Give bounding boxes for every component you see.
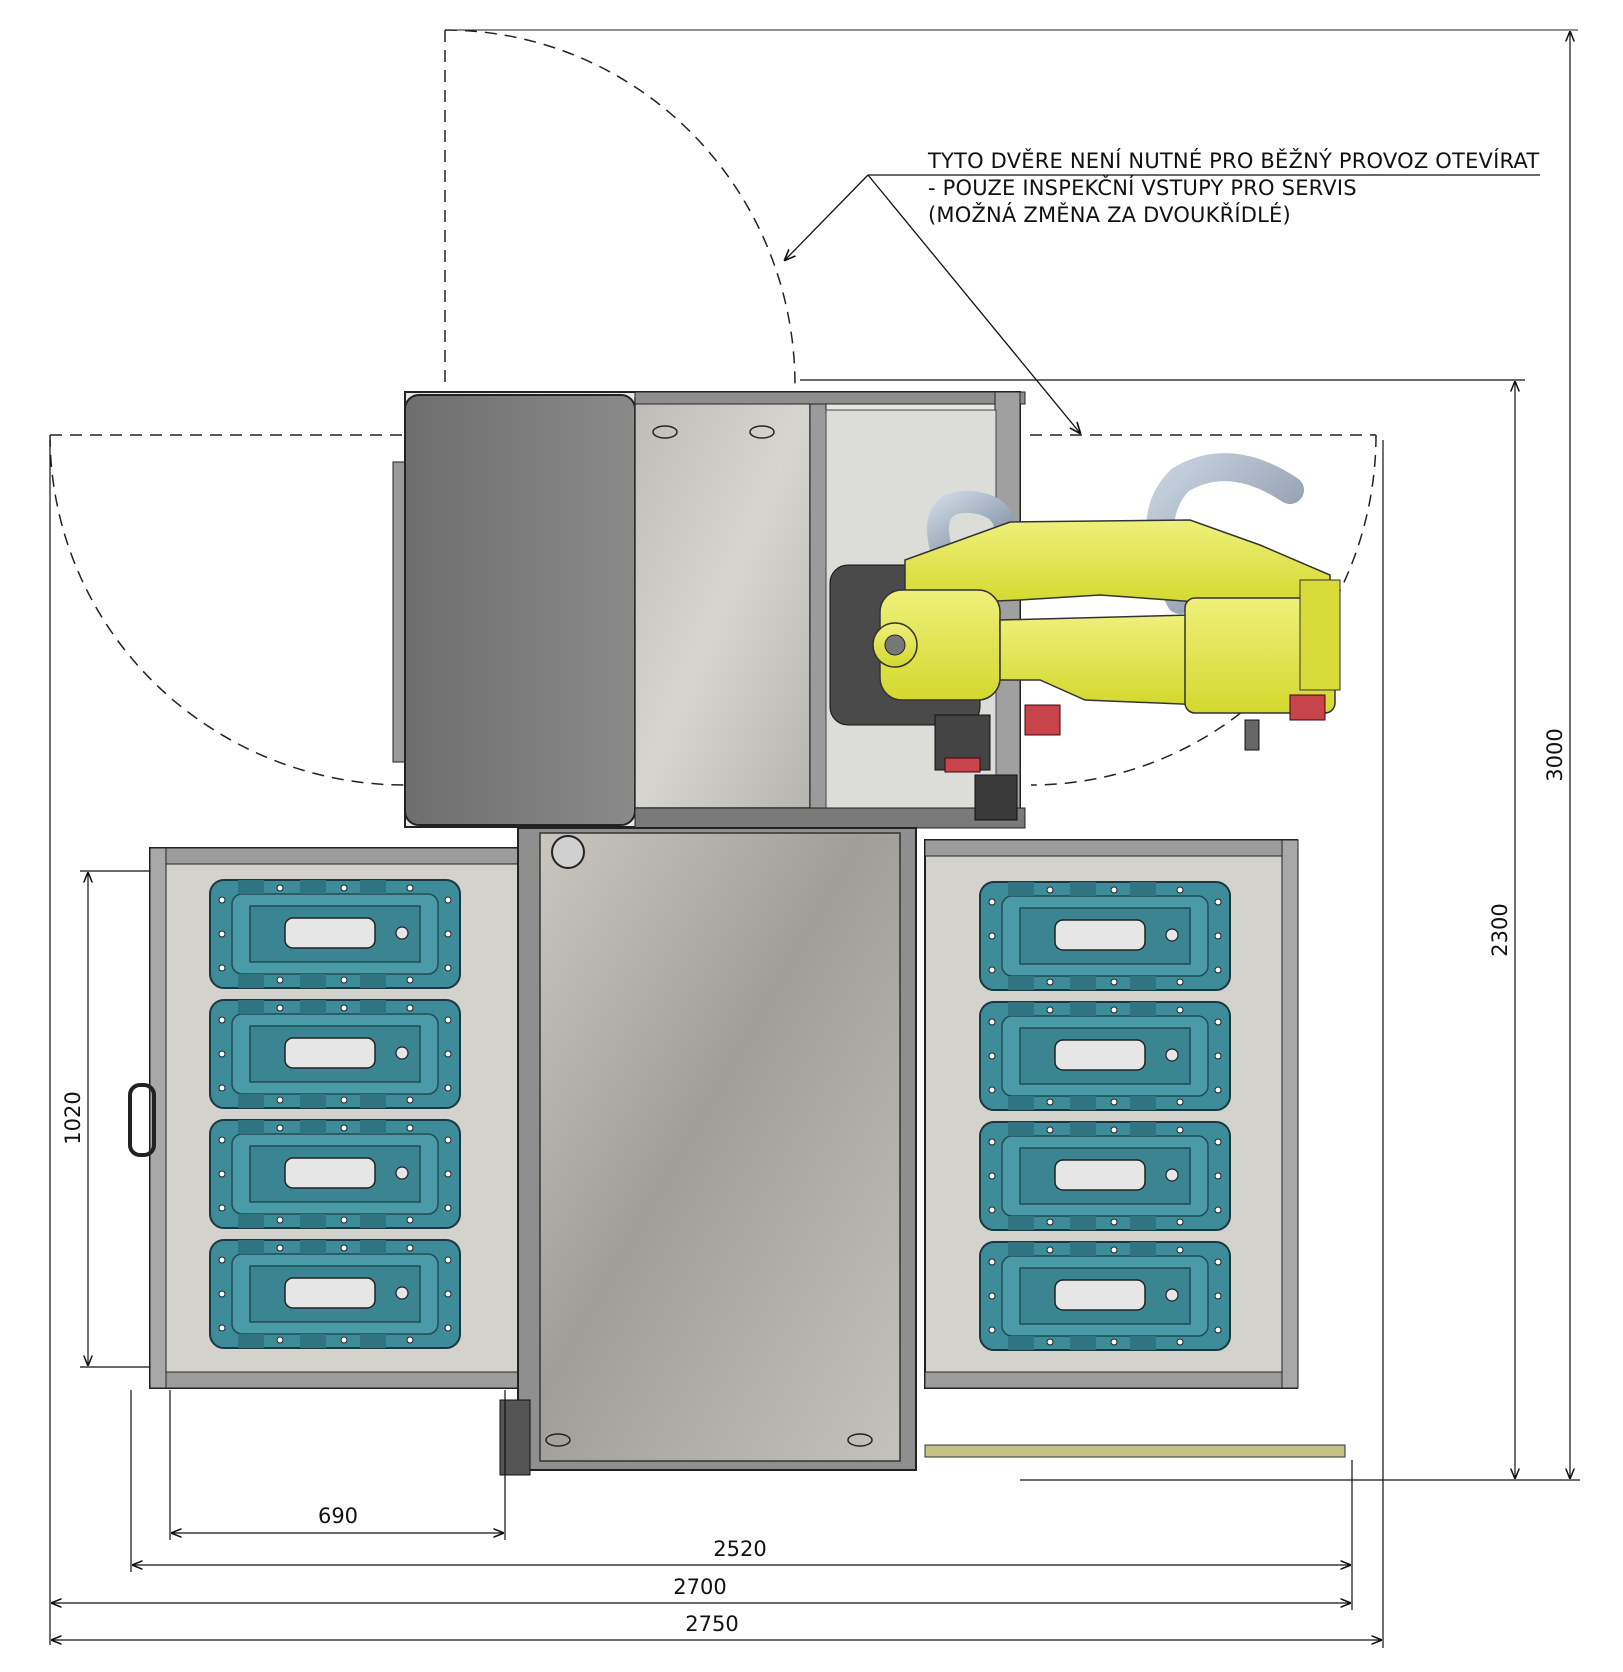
note-line-3: (MOŽNÁ ZMĚNA ZA DVOUKŘÍDLÉ) <box>928 202 1291 227</box>
dim-3000: 3000 <box>1543 728 1567 781</box>
left-drawer <box>128 847 519 1389</box>
dimensions <box>49 32 1580 1648</box>
dim-1020: 1020 <box>61 1091 85 1144</box>
fixture-left-3 <box>209 1119 461 1229</box>
dim-690: 690 <box>318 1504 358 1528</box>
door-swing-right <box>1030 434 1377 786</box>
right-drawer <box>924 839 1346 1458</box>
dim-2750: 2750 <box>685 1612 738 1636</box>
door-swing-left <box>49 434 406 786</box>
fixture-right-2 <box>979 1001 1231 1111</box>
fixture-right-1 <box>979 881 1231 991</box>
electrical-cabinet-door <box>404 394 636 826</box>
note-line-2: - POUZE INSPEKČNÍ VSTUPY PRO SERVIS <box>928 175 1357 200</box>
center-panel <box>634 397 811 809</box>
door-swing-top <box>444 29 1578 386</box>
fixture-left-2 <box>209 999 461 1109</box>
dim-2700: 2700 <box>673 1575 726 1599</box>
service-door-note: TYTO DVĚRE NENÍ NUTNÉ PRO BĚŽNÝ PROVOZ O… <box>785 148 1540 433</box>
robot-arm <box>829 453 1341 773</box>
fixture-left-1 <box>209 879 461 989</box>
center-cabinet <box>499 827 917 1476</box>
dim-2300: 2300 <box>1488 903 1512 956</box>
fixture-left-4 <box>209 1239 461 1349</box>
fixture-right-4 <box>979 1241 1231 1351</box>
fixture-right-3 <box>979 1121 1231 1231</box>
note-line-1: TYTO DVĚRE NENÍ NUTNÉ PRO BĚŽNÝ PROVOZ O… <box>927 148 1539 173</box>
dim-2520: 2520 <box>713 1537 766 1561</box>
